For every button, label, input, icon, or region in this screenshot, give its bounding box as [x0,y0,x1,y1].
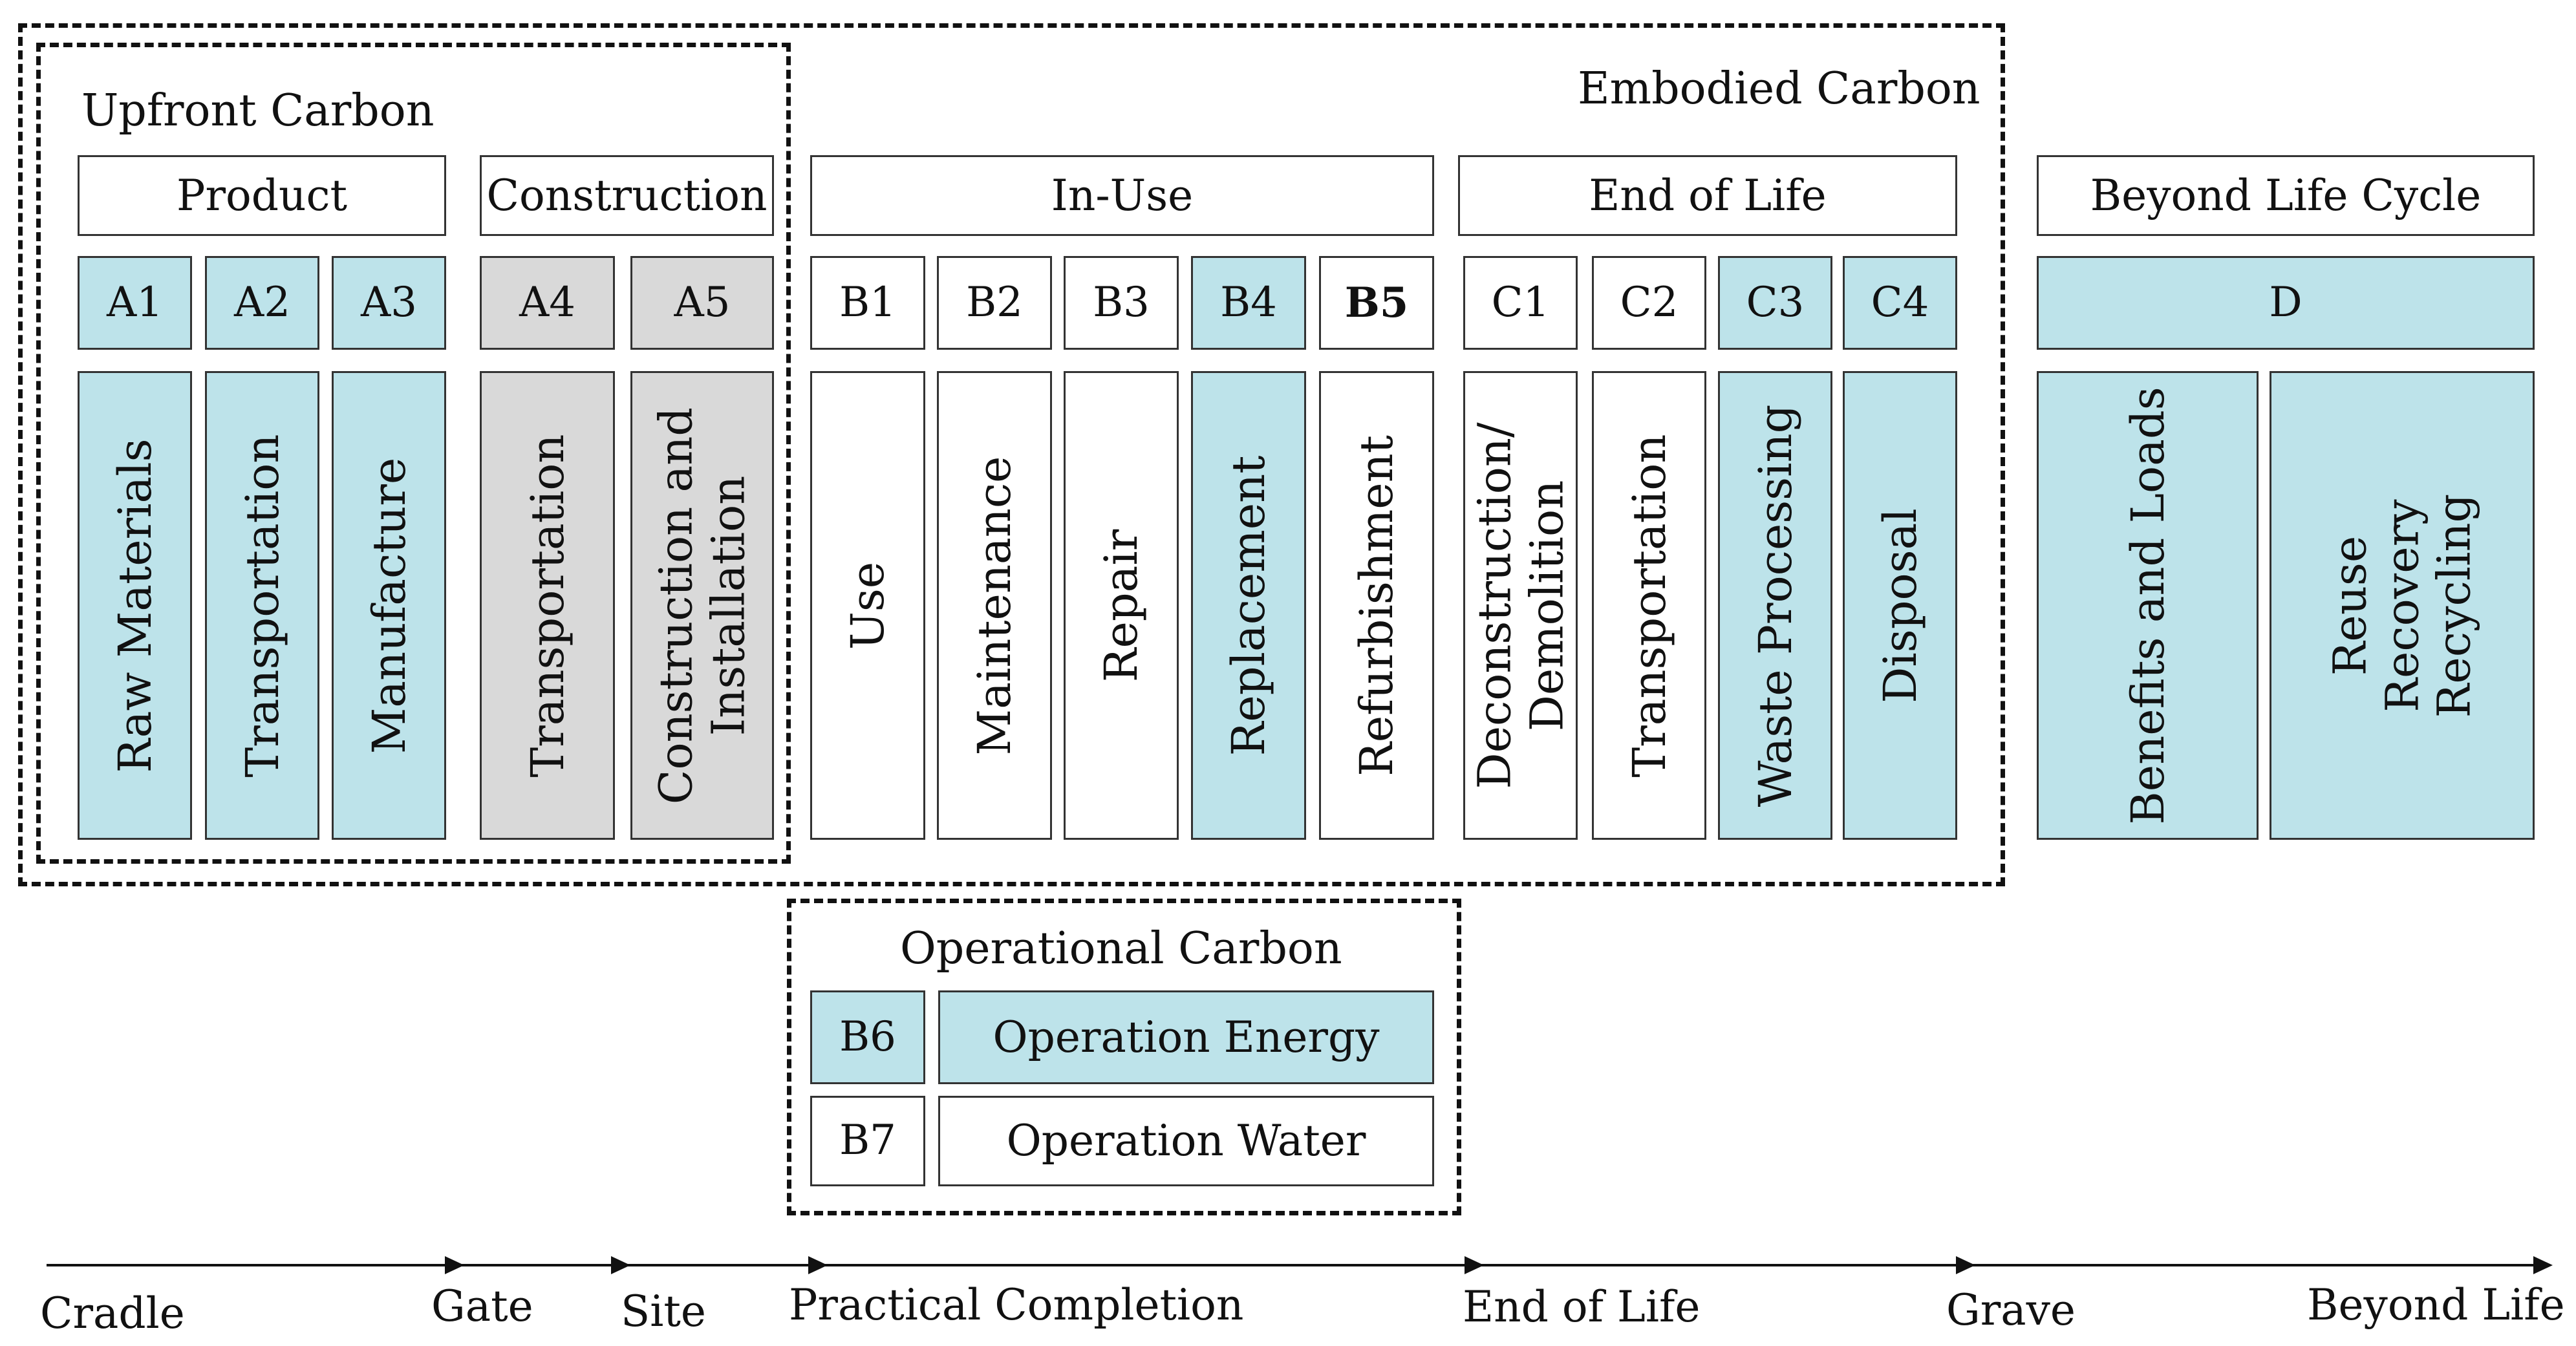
module-code-a3: A3 [332,256,446,350]
module-box-c4: Disposal [1843,371,1957,840]
module-code-d: D [2037,256,2535,350]
operational-carbon-title: Operational Carbon [900,923,1342,974]
module-box-a1: Raw Materials [78,371,192,840]
module-code-b2: B2 [937,256,1052,350]
stage-construction: Construction [480,155,774,236]
module-code-a4: A4 [480,256,615,350]
module-label-c1-line1: Deconstruction/ [1468,422,1521,789]
stage-beyond-life-cycle: Beyond Life Cycle [2037,155,2535,236]
module-label-b4: Replacement [1221,455,1275,756]
timeline-cradle: Cradle [40,1288,185,1338]
module-code-b5: B5 [1319,256,1434,350]
module-box-d-reuse: Reuse Recovery Recycling [2270,371,2535,840]
stage-in-use: In-Use [810,155,1434,236]
stage-end-of-life: End of Life [1458,155,1957,236]
timeline-beyond-life: Beyond Life [2307,1280,2565,1330]
module-code-b6: B6 [810,990,925,1084]
module-code-b4: B4 [1191,256,1306,350]
module-box-c3: Waste Processing [1718,371,1832,840]
arrow-end-of-life [1465,1256,1484,1274]
upfront-carbon-title: Upfront Carbon [81,85,435,136]
module-box-a4: Transportation [480,371,615,840]
module-box-b7: Operation Water [938,1096,1434,1186]
module-label-c1-line2: Demolition [1519,480,1573,731]
module-code-c3: C3 [1718,256,1832,350]
upfront-carbon-boundary [36,43,791,864]
module-label-b1: Use [841,561,894,650]
timeline-end-of-life: End of Life [1463,1282,1701,1332]
module-label-a2: Transportation [235,434,289,777]
module-code-c1: C1 [1463,256,1578,350]
module-label-d-line1: Reuse [2323,535,2377,676]
module-label-b3: Repair [1094,529,1148,682]
module-code-a1: A1 [78,256,192,350]
module-box-a5: Construction and Installation [630,371,774,840]
module-box-c1: Deconstruction/ Demolition [1463,371,1578,840]
module-code-c4: C4 [1843,256,1957,350]
arrow-practical-completion [808,1256,828,1274]
module-label-c1: Deconstruction/ Demolition [1468,422,1573,789]
module-box-b6: Operation Energy [938,990,1434,1084]
arrow-grave [1956,1256,1975,1274]
module-box-b4: Replacement [1191,371,1306,840]
arrow-gate [445,1256,464,1274]
module-label-d-line2: Recovery [2375,498,2429,712]
timeline-axis [47,1256,2553,1274]
module-label-a5: Construction and Installation [650,407,755,804]
module-box-b2: Maintenance [937,371,1052,840]
module-box-b1: Use [810,371,925,840]
module-label-d-benefits: Benefits and Loads [2121,386,2174,825]
module-box-a2: Transportation [205,371,319,840]
module-code-b3: B3 [1064,256,1179,350]
module-code-b7: B7 [810,1096,925,1186]
module-code-a5: A5 [630,256,774,350]
operational-carbon-boundary [787,899,1461,1215]
timeline-grave: Grave [1946,1285,2076,1335]
module-label-d-reuse: Reuse Recovery Recycling [2323,493,2481,718]
timeline-practical-completion: Practical Completion [789,1280,1244,1330]
module-box-a3: Manufacture [332,371,446,840]
timeline-gate: Gate [431,1281,533,1331]
module-code-c2: C2 [1592,256,1706,350]
module-label-d-line3: Recycling [2427,493,2481,718]
module-label-a5-line1: Construction and [649,407,703,804]
module-box-d-benefits: Benefits and Loads [2037,371,2259,840]
arrow-site [611,1256,630,1274]
module-label-c2: Transportation [1622,434,1676,777]
module-label-b5: Refurbishment [1349,434,1403,776]
module-label-b2: Maintenance [967,456,1021,755]
module-box-b3: Repair [1064,371,1179,840]
module-label-c4: Disposal [1873,507,1927,703]
module-box-c2: Transportation [1592,371,1706,840]
embodied-carbon-title: Embodied Carbon [1578,63,1980,114]
timeline-site: Site [621,1287,706,1336]
module-label-a5-line2: Installation [702,475,755,736]
module-code-a2: A2 [205,256,319,350]
arrow-beyond-life [2533,1256,2553,1274]
module-label-c3: Waste Processing [1748,404,1802,807]
stage-product: Product [78,155,446,236]
module-label-a3: Manufacture [362,457,416,754]
module-box-b5: Refurbishment [1319,371,1434,840]
module-label-a4: Transportation [521,434,574,777]
module-label-a1: Raw Materials [108,438,162,773]
module-code-b1: B1 [810,256,925,350]
embodied-carbon-boundary [18,23,2005,886]
